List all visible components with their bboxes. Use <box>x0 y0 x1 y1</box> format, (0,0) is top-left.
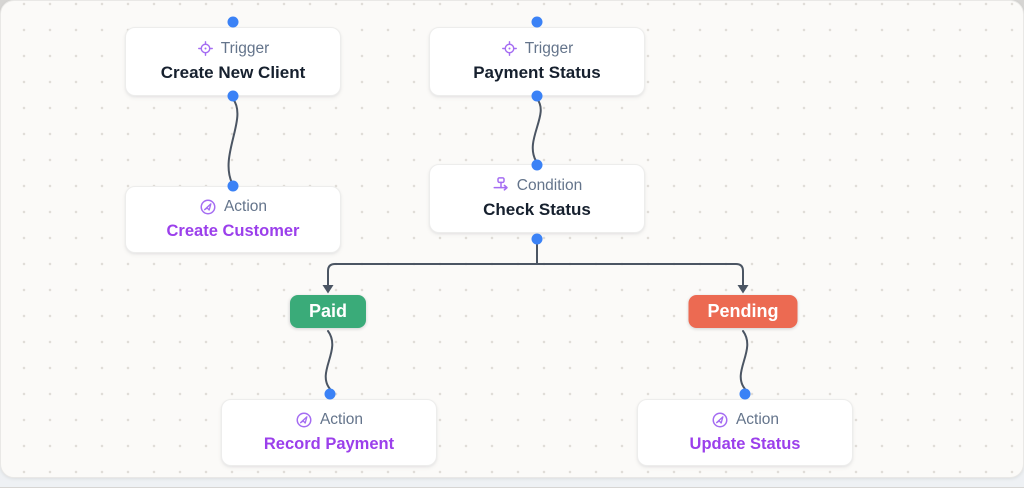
edge-trigger1-action1 <box>227 98 239 184</box>
node-trigger-payment-status[interactable]: Trigger Payment Status <box>429 27 645 96</box>
connection-handle[interactable] <box>324 388 336 400</box>
node-action-update-status[interactable]: Action Update Status <box>637 399 853 466</box>
edge-branch-paid <box>327 263 538 287</box>
node-action-create-customer[interactable]: Action Create Customer <box>125 186 341 253</box>
node-type-row: Trigger <box>501 39 574 57</box>
node-type-label: Trigger <box>524 39 574 57</box>
node-trigger-create-new-client[interactable]: Trigger Create New Client <box>125 27 341 96</box>
target-icon <box>501 40 518 57</box>
workflow-canvas[interactable]: Trigger Create New Client Trigger Paymen… <box>0 0 1024 478</box>
connection-handle[interactable] <box>531 90 543 102</box>
swirl-arrow-icon <box>711 411 729 429</box>
connection-handle[interactable] <box>739 388 751 400</box>
arrowhead-paid <box>322 285 334 294</box>
node-type-row: Trigger <box>197 39 270 57</box>
arrowhead-pending <box>737 285 749 294</box>
node-type-row: Action <box>295 411 363 429</box>
swirl-arrow-icon <box>199 198 217 216</box>
connection-handle[interactable] <box>227 16 239 28</box>
node-title: Update Status <box>689 434 801 453</box>
target-icon <box>197 40 214 57</box>
node-type-row: Action <box>711 411 779 429</box>
connection-handle[interactable] <box>531 233 543 245</box>
node-title: Create Customer <box>166 221 300 240</box>
node-condition-check-status[interactable]: Condition Check Status <box>429 164 645 233</box>
node-action-record-payment[interactable]: Action Record Payment <box>221 399 437 466</box>
connection-handle[interactable] <box>227 90 239 102</box>
edge-pending-action3 <box>739 330 749 390</box>
node-type-label: Trigger <box>220 39 270 57</box>
node-title: Record Payment <box>263 434 395 453</box>
branch-icon <box>492 176 510 194</box>
connection-handle[interactable] <box>531 16 543 28</box>
swirl-arrow-icon <box>295 411 313 429</box>
node-type-row: Action <box>199 198 267 216</box>
node-type-label: Action <box>735 410 780 428</box>
node-title: Payment Status <box>473 62 601 82</box>
node-type-label: Action <box>319 410 364 428</box>
connection-handle[interactable] <box>227 180 239 192</box>
branch-badge-paid[interactable]: Paid <box>289 295 367 328</box>
edge-paid-action2 <box>324 330 334 390</box>
branch-badge-pending[interactable]: Pending <box>688 295 798 328</box>
node-type-label: Action <box>223 197 268 215</box>
node-title: Create New Client <box>160 62 306 82</box>
node-title: Check Status <box>483 200 591 220</box>
edge-trigger2-condition <box>531 98 542 162</box>
node-type-row: Condition <box>492 176 583 194</box>
connection-handle[interactable] <box>531 159 543 171</box>
node-type-label: Condition <box>516 176 583 194</box>
edge-branch-pending <box>536 263 744 287</box>
